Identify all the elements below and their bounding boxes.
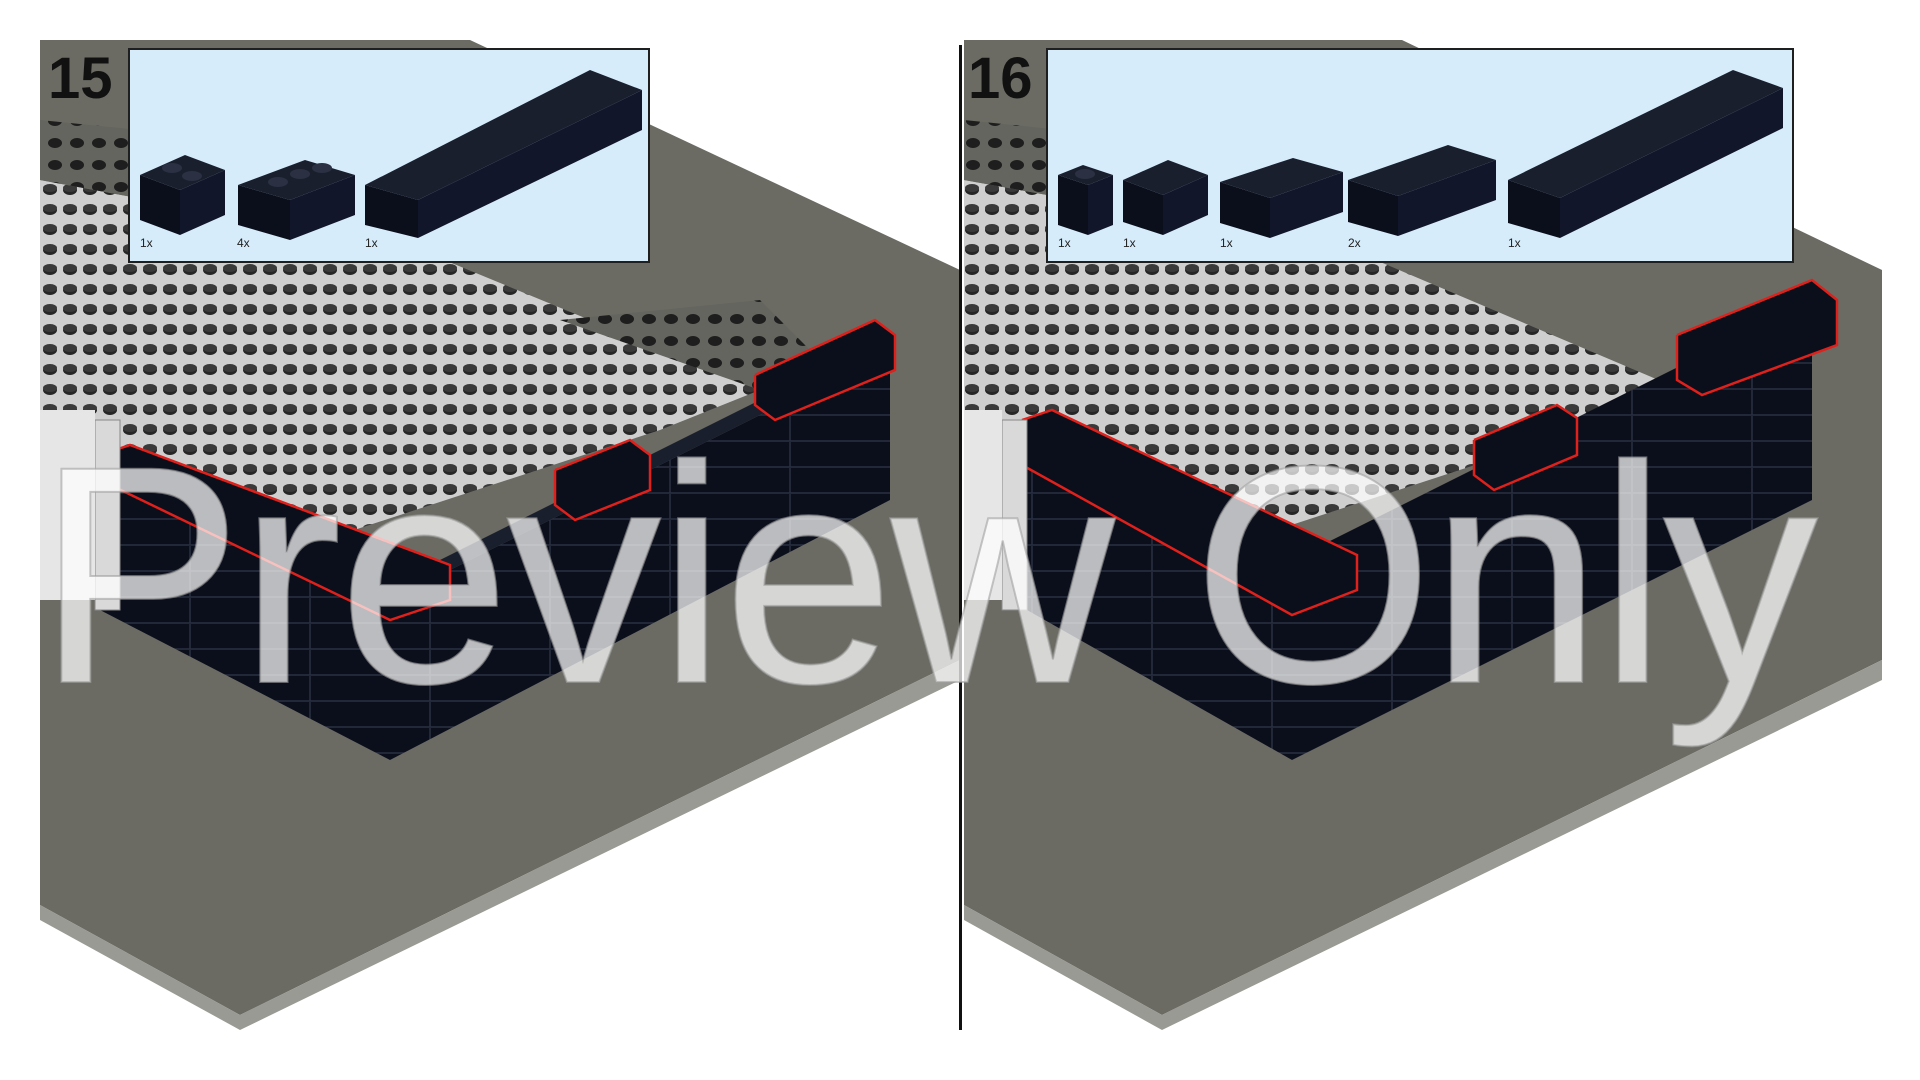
highlight-mid-brick bbox=[553, 438, 652, 522]
step-15-illustration bbox=[40, 40, 960, 1030]
brick-1x3-icon bbox=[238, 160, 355, 240]
part-qty: 2x bbox=[1348, 236, 1361, 250]
left-wall bbox=[100, 460, 390, 760]
brick-1x3-icon bbox=[1220, 158, 1343, 238]
ladder-stack bbox=[40, 410, 95, 600]
part-qty: 1x bbox=[1220, 236, 1233, 250]
brick-1x8-icon bbox=[365, 70, 642, 238]
brick-1x2-icon bbox=[1123, 160, 1208, 235]
highlight-right-brick bbox=[1675, 278, 1839, 397]
part-qty: 4x bbox=[237, 236, 250, 250]
brick-1x8-icon bbox=[1508, 70, 1783, 238]
part-qty: 1x bbox=[1508, 236, 1521, 250]
brick-1x1-icon bbox=[1058, 165, 1113, 235]
front-wall bbox=[1292, 300, 1812, 760]
part-qty: 1x bbox=[1058, 236, 1071, 250]
highlight-right-brick bbox=[753, 318, 897, 422]
right-studs bbox=[560, 300, 820, 390]
highlight-mid-brick bbox=[1472, 403, 1579, 492]
part-qty: 1x bbox=[140, 236, 153, 250]
step-divider bbox=[959, 45, 962, 1030]
parts-callout: 1x 4x 1x bbox=[128, 48, 650, 263]
brick-1x2-icon bbox=[140, 155, 225, 235]
part-qty: 1x bbox=[365, 236, 378, 250]
parts-callout: 1x 1x 1x 2x 1x bbox=[1046, 48, 1794, 263]
pillar bbox=[94, 419, 121, 611]
front-wall bbox=[390, 350, 890, 760]
step-number: 16 bbox=[968, 46, 1033, 111]
step-16-illustration bbox=[964, 40, 1882, 1030]
part-qty: 1x bbox=[1123, 236, 1136, 250]
ladder-stack bbox=[964, 410, 1002, 600]
brick-1x4-icon bbox=[1348, 145, 1496, 236]
pillar bbox=[1001, 419, 1028, 611]
step-number: 15 bbox=[48, 46, 113, 111]
